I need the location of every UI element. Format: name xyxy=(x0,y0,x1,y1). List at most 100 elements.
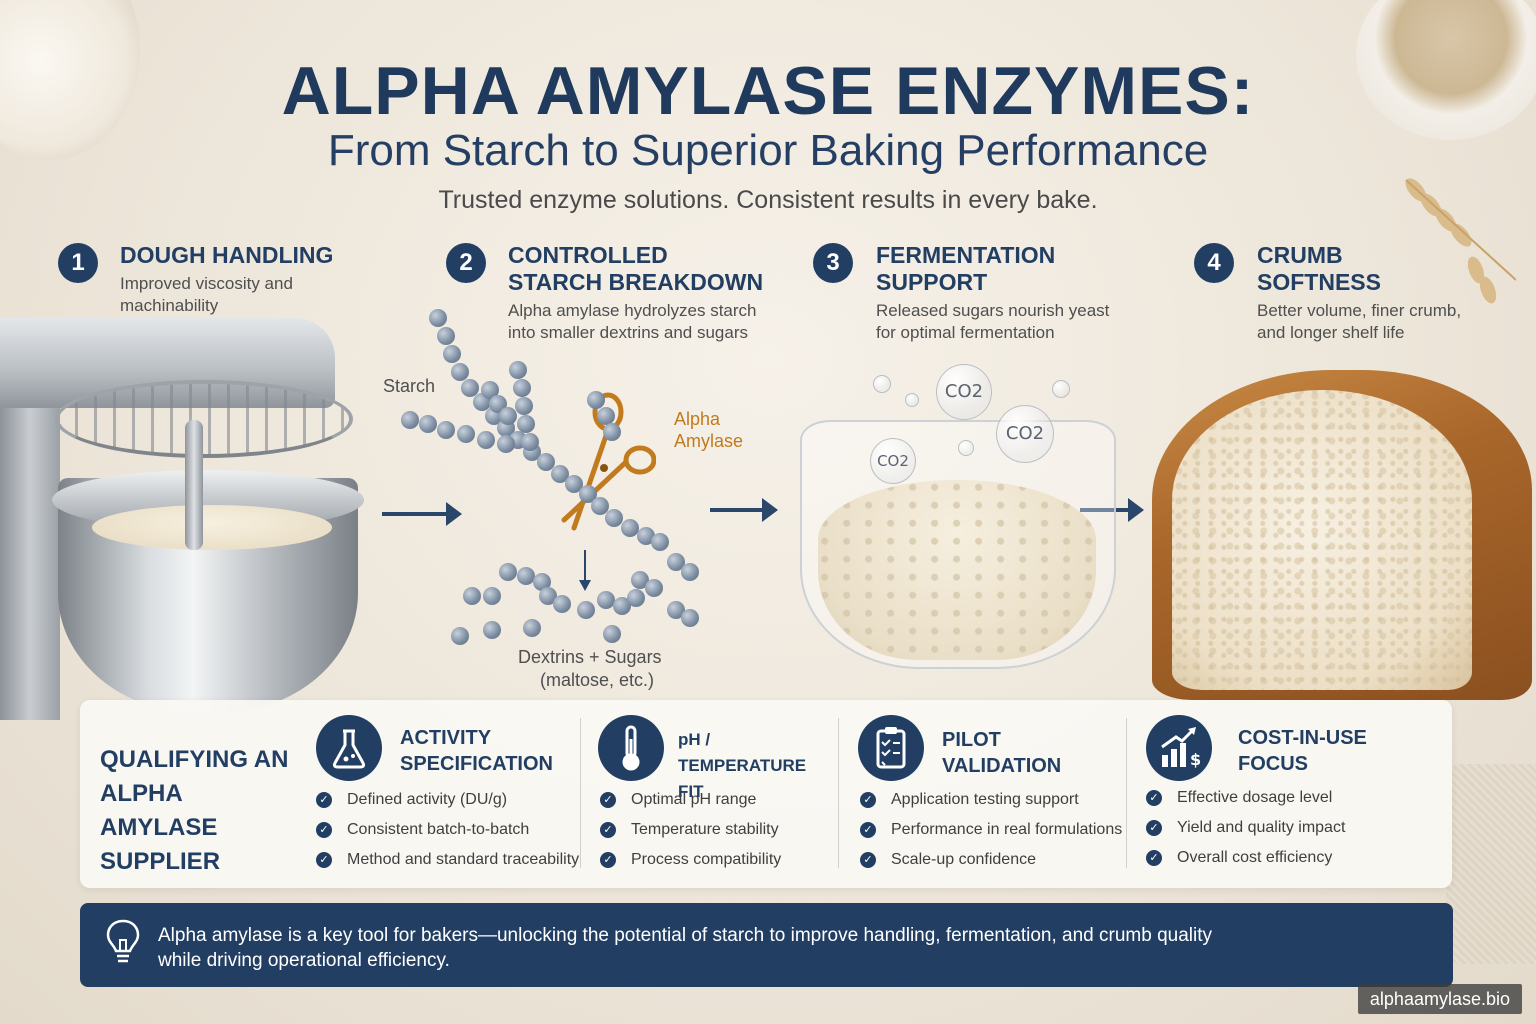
glucose-bead xyxy=(429,309,447,327)
glucose-bead xyxy=(463,587,481,605)
glucose-bead xyxy=(597,591,615,609)
glucose-bead xyxy=(523,619,541,637)
step-4-title: CRUMB SOFTNESS xyxy=(1257,242,1381,295)
small-bubble xyxy=(905,393,919,407)
glucose-bead xyxy=(457,425,475,443)
check-icon: ✓ xyxy=(860,791,876,808)
starch-label: Starch xyxy=(383,376,436,396)
co2-bubble: CO2 xyxy=(996,405,1054,463)
glucose-bead xyxy=(451,627,469,645)
check-icon: ✓ xyxy=(1146,819,1162,836)
check-icon: ✓ xyxy=(316,851,332,868)
glucose-bead xyxy=(637,527,655,545)
glucose-bead xyxy=(517,415,535,433)
arrow-right-icon xyxy=(382,502,462,526)
watermark: alphaamylase.bio xyxy=(1357,984,1522,1014)
glucose-bead xyxy=(517,567,535,585)
products-label: Dextrins + Sugars xyxy=(518,647,662,667)
glucose-bead xyxy=(509,361,527,379)
glucose-bead xyxy=(499,407,517,425)
clipboard-checklist-icon xyxy=(858,715,924,781)
column-divider xyxy=(838,718,839,868)
tagline: Trusted enzyme solutions. Consistent res… xyxy=(438,186,1098,214)
pilot-validation-list: ✓Application testing support ✓Performanc… xyxy=(860,789,1122,871)
glucose-bead xyxy=(521,433,539,451)
glucose-bead xyxy=(437,421,455,439)
glucose-bead xyxy=(533,573,551,591)
step-2-title: CONTROLLED STARCH BREAKDOWN xyxy=(508,242,764,295)
qualifying-panel xyxy=(80,700,1452,888)
glucose-bead xyxy=(483,587,501,605)
glucose-bead xyxy=(513,379,531,397)
glucose-bead xyxy=(419,415,437,433)
list-item: ✓Scale-up confidence xyxy=(860,849,1122,871)
glucose-bead xyxy=(553,595,571,613)
glucose-bead xyxy=(667,601,685,619)
glucose-bead xyxy=(605,509,623,527)
step-2-number: 2 xyxy=(446,243,486,283)
glucose-bead xyxy=(497,435,515,453)
glucose-bead xyxy=(681,563,699,581)
enzyme-label: Alpha Amylase xyxy=(674,409,744,451)
lightbulb-icon xyxy=(106,919,140,963)
step-1-number: 1 xyxy=(58,243,98,283)
small-bubble xyxy=(958,440,974,456)
yeast-bowl-image xyxy=(1356,0,1536,140)
bread-crumb xyxy=(1172,390,1472,690)
fermenting-dough xyxy=(818,480,1096,660)
mixer-guard xyxy=(55,380,353,458)
glucose-bead xyxy=(621,519,639,537)
check-icon: ✓ xyxy=(316,821,332,838)
glucose-bead xyxy=(579,485,597,503)
check-icon: ✓ xyxy=(860,851,876,868)
wheat-stalks-image xyxy=(1405,178,1516,304)
stand-mixer-body xyxy=(0,400,60,720)
dough-hook xyxy=(185,420,203,550)
list-item: ✓Effective dosage level xyxy=(1146,787,1345,809)
ph-temp-title: pH / TEMPERATURE FIT xyxy=(678,730,807,801)
list-item: ✓Overall cost efficiency xyxy=(1146,847,1345,869)
column-divider xyxy=(580,718,581,868)
activity-spec-list: ✓Defined activity (DU/g) ✓Consistent bat… xyxy=(316,789,579,871)
co2-bubble: CO2 xyxy=(870,438,916,484)
linen-cloth-image xyxy=(1446,764,1536,964)
step-3-number: 3 xyxy=(813,243,853,283)
glucose-bead xyxy=(483,621,501,639)
list-item: ✓Application testing support xyxy=(860,789,1122,811)
flask-icon xyxy=(316,715,382,781)
step-1-description: Improved viscosity and machinability xyxy=(120,274,293,315)
page-subtitle: From Starch to Superior Baking Performan… xyxy=(327,126,1209,175)
activity-spec-title: ACTIVITY SPECIFICATION xyxy=(400,727,553,775)
check-icon: ✓ xyxy=(600,821,616,838)
glucose-bead xyxy=(477,431,495,449)
step-3-description: Released sugars nourish yeast for optima… xyxy=(876,301,1110,342)
check-icon: ✓ xyxy=(1146,789,1162,806)
step-1-title: DOUGH HANDLING xyxy=(120,242,334,268)
glucose-bead xyxy=(461,379,479,397)
list-item: ✓Process compatibility xyxy=(600,849,781,871)
glucose-bead xyxy=(587,391,605,409)
arrow-right-icon xyxy=(710,498,778,522)
glucose-bead xyxy=(591,497,609,515)
list-item: ✓Defined activity (DU/g) xyxy=(316,789,579,811)
glucose-bead xyxy=(481,381,499,399)
summary-banner xyxy=(80,903,1453,987)
list-item: ✓Optimal pH range xyxy=(600,789,781,811)
check-icon: ✓ xyxy=(600,851,616,868)
qualifying-heading: QUALIFYING AN ALPHA AMYLASE SUPPLIER xyxy=(100,746,289,875)
ph-temp-list: ✓Optimal pH range ✓Temperature stability… xyxy=(600,789,781,871)
glucose-bead xyxy=(645,579,663,597)
glucose-bead xyxy=(401,411,419,429)
glucose-bead xyxy=(539,587,557,605)
svg-text:$: $ xyxy=(1190,750,1201,769)
cost-in-use-title: COST-IN-USE FOCUS xyxy=(1238,727,1367,775)
check-icon: ✓ xyxy=(316,791,332,808)
glucose-bead xyxy=(667,553,685,571)
glucose-bead xyxy=(603,625,621,643)
glucose-bead xyxy=(499,563,517,581)
glucose-bead xyxy=(515,397,533,415)
step-3-title: FERMENTATION SUPPORT xyxy=(876,242,1056,295)
check-icon: ✓ xyxy=(860,821,876,838)
cost-in-use-list: ✓Effective dosage level ✓Yield and quali… xyxy=(1146,787,1345,869)
list-item: ✓Temperature stability xyxy=(600,819,781,841)
